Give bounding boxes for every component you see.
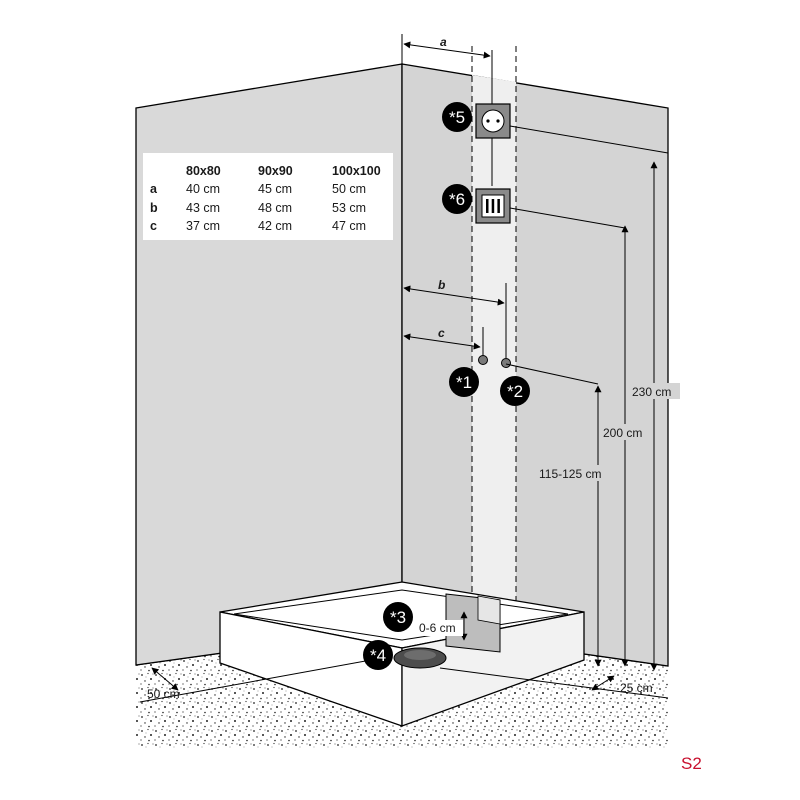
dim-230-bg [630,383,680,399]
dim-a-label: a [440,35,447,49]
marker-2: *2 [500,376,530,406]
table-cell-b-80: 43 cm [186,201,220,215]
table-cell-c-90: 42 cm [258,219,292,233]
dim-a-arrow [403,41,491,59]
vent-slot-1 [486,199,489,213]
leader-left-50 [139,657,383,703]
socket-icon [481,109,505,133]
table-row-b-label: b [150,201,158,215]
dim-230-label: 230 cm [632,385,671,399]
water-connection-2-icon [501,358,511,368]
marker-3: *3 [383,602,413,632]
socket-pin-left [486,119,490,123]
dim-115-bg [537,465,615,481]
dim-c-arrow [403,333,481,350]
marker-1: *1 [449,367,479,397]
table-cell-c-100: 47 cm [332,219,366,233]
marker-2-label: *2 [507,382,523,401]
marker-5-label: *5 [449,108,465,127]
table-row-c-label: c [150,219,157,233]
vent-slot-2 [491,199,495,213]
dim-50-label: 50 cm [147,687,180,701]
dim-gap-bg [417,620,463,636]
table-cell-c-80: 37 cm [186,219,220,233]
socket-pin-right [496,119,500,123]
dim-gap-label: 0-6 cm [419,621,456,635]
vent-leader [509,207,626,229]
dim-200-label: 200 cm [603,426,642,440]
table-header-100: 100x100 [332,164,381,178]
table-cell-b-100: 53 cm [332,201,366,215]
table-row-a-label: a [150,182,158,196]
vent-slot-3 [497,199,500,213]
dim-25-label: 25 cm [620,681,653,695]
page-code: S2 [681,754,702,773]
marker-1-label: *1 [456,373,472,392]
table-header-90: 90x90 [258,164,293,178]
dim-25-arrow [591,675,615,691]
marker-6: *6 [442,184,472,214]
dim-b-label: b [438,278,445,292]
dim-c-label: c [438,326,445,340]
table-cell-b-90: 48 cm [258,201,292,215]
table-cell-a-90: 45 cm [258,182,292,196]
dim-b-arrow [403,285,505,306]
table-cell-a-80: 40 cm [186,182,220,196]
connection-leader [505,363,599,385]
dim-50-arrow [151,667,179,691]
installation-strip [472,75,516,633]
marker-6-label: *6 [449,190,465,209]
size-table [143,153,393,240]
marker-4-label: *4 [370,646,386,665]
leader-right-25 [439,667,669,699]
marker-5: *5 [442,102,472,132]
water-connection-1-icon [478,355,488,365]
socket-leader [509,125,669,154]
right-wall [401,63,669,667]
marker-3-label: *3 [390,608,406,627]
drain-inner [404,650,436,660]
marker-4: *4 [363,640,393,670]
drain-box-face [477,595,501,625]
table-cell-a-100: 50 cm [332,182,366,196]
dim-115-label: 115-125 cm [539,467,601,481]
dim-200-bg [601,424,651,440]
table-header-80: 80x80 [186,164,221,178]
